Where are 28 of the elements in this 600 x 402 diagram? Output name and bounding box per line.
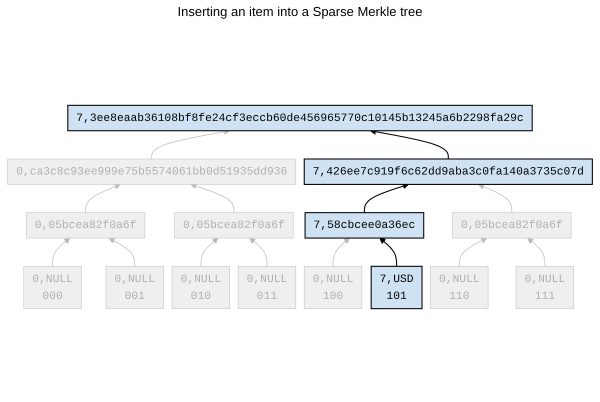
arrow bbox=[190, 183, 234, 213]
node-box: 0,05bcea82f0a6f bbox=[26, 212, 146, 238]
node-box: 7,3ee8eaab36108bf8fe24cf3eccb60de456965770c10145b13245a6b2298fa29c bbox=[67, 104, 533, 132]
arrow bbox=[332, 238, 350, 267]
node-box: 0,NULL 000 bbox=[23, 266, 82, 310]
arrow bbox=[364, 183, 409, 213]
arrow bbox=[379, 238, 398, 266]
node-box: 7,USD 101 bbox=[370, 266, 423, 310]
node-box: 0,NULL 011 bbox=[238, 266, 296, 310]
node-box: 0,NULL 111 bbox=[516, 266, 574, 310]
node-box: 0,NULL 110 bbox=[430, 266, 488, 310]
arrow bbox=[200, 238, 219, 267]
arrow bbox=[85, 184, 121, 213]
node-box: 0,05bcea82f0a6f bbox=[174, 212, 294, 238]
arrow bbox=[458, 238, 488, 267]
diagram-title: Inserting an item into a Sparse Merkle tree bbox=[176, 4, 424, 19]
arrow bbox=[52, 238, 70, 267]
node-box: 7,426ee7c919f6c62dd9aba3c0fa140a3735c07d bbox=[304, 158, 593, 185]
node-box: 0,NULL 001 bbox=[106, 266, 164, 310]
node-box: 0,ca3c8c93ee999e75b5574061bb0d51935dd936 bbox=[7, 158, 296, 185]
node-box: 0,NULL 100 bbox=[304, 266, 362, 310]
arrow bbox=[527, 238, 546, 267]
arrow bbox=[108, 238, 136, 267]
node-box: 0,05bcea82f0a6f bbox=[452, 212, 572, 238]
node-box: 0,NULL 010 bbox=[172, 266, 230, 310]
arrow bbox=[478, 184, 512, 213]
node-box: 7,58cbcee0a36ec bbox=[304, 212, 424, 239]
arrow bbox=[249, 238, 268, 267]
